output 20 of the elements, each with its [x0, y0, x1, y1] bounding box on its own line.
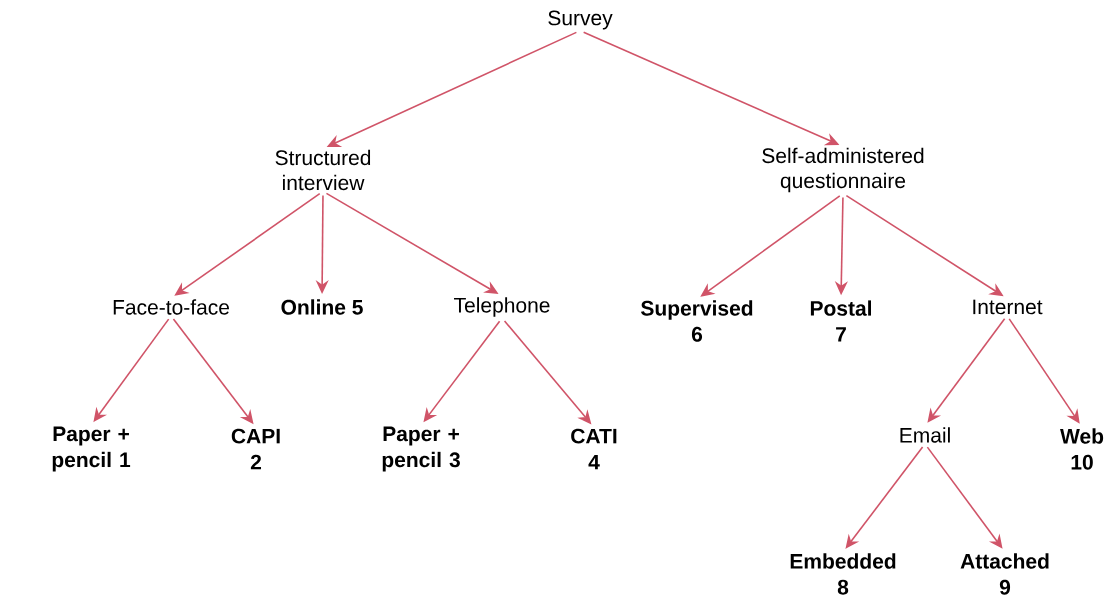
leaf-label: Embedded 8: [790, 553, 896, 595]
category-label: Email: [900, 427, 950, 443]
category-label: Internet: [973, 299, 1043, 315]
category-label: Face-to-face: [113, 299, 229, 315]
leaf-label: Supervised 6: [641, 300, 753, 342]
leaf-label: Paper + pencil 1: [52, 426, 131, 472]
leaf-label: Web 10: [1060, 428, 1104, 470]
leaf-label: Online 5: [281, 299, 363, 315]
leaf-label: Attached 9: [960, 553, 1049, 595]
category-label: Telephone: [454, 297, 550, 317]
leaf-label: Paper + pencil 3: [382, 426, 460, 472]
category-label: Structured interview: [275, 149, 371, 191]
arrow: [926, 446, 1003, 549]
arrow: [845, 446, 924, 549]
category-label: Survey: [548, 10, 613, 30]
category-label: Self-administered questionnaire: [762, 147, 924, 193]
leaf-label: CATI 4: [571, 428, 617, 470]
arrow: [927, 317, 1006, 423]
leaf-label: CAPI 2: [231, 428, 280, 470]
leaf-label: Postal 7: [810, 300, 871, 342]
